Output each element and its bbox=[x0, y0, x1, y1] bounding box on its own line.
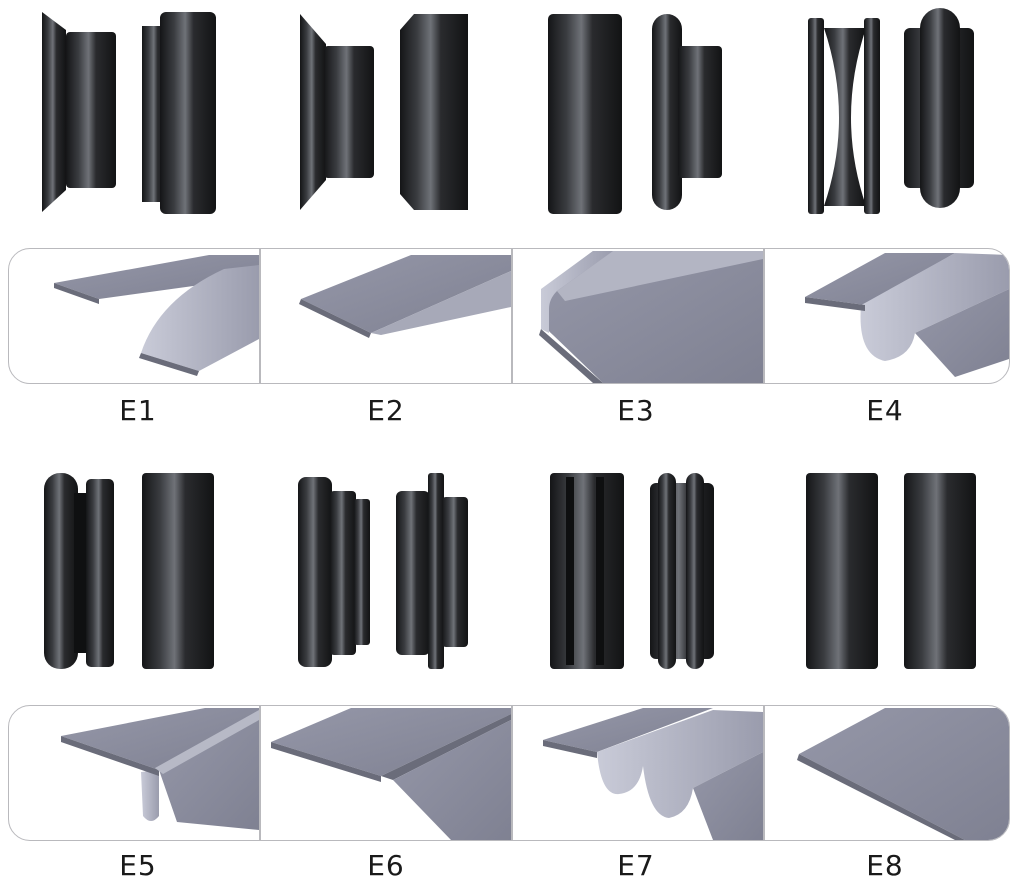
profile-code-label: E6 bbox=[367, 849, 405, 882]
profile-diagram-e8 bbox=[765, 706, 1009, 840]
profile-divider bbox=[763, 249, 765, 383]
roller-pair-groove-bead-icon bbox=[808, 8, 974, 214]
profile-diagrams-row-2 bbox=[8, 705, 1010, 841]
profile-code-label: E8 bbox=[866, 849, 904, 882]
profile-code-label: E7 bbox=[617, 849, 655, 882]
closed-hem-profile-icon bbox=[299, 255, 511, 338]
flat-cut-profile-icon bbox=[797, 708, 1009, 840]
roller-photos-row-1 bbox=[0, 0, 1017, 225]
profile-code-label: E2 bbox=[367, 394, 405, 427]
profile-diagram-e6 bbox=[261, 706, 511, 840]
roller-pair-e3 bbox=[508, 0, 762, 225]
profile-diagram-e2 bbox=[261, 249, 511, 383]
roller-pair-flat-icon bbox=[806, 473, 976, 669]
roller-pair-e5 bbox=[0, 463, 254, 688]
profile-divider bbox=[259, 706, 261, 840]
profile-diagram-e7 bbox=[513, 706, 763, 840]
roller-pair-e7 bbox=[508, 463, 762, 688]
profile-diagram-e1 bbox=[9, 249, 259, 383]
bead-profile-icon bbox=[805, 253, 1009, 377]
profile-row-2: E5 E6 E7 E8 bbox=[0, 443, 1017, 886]
profile-diagram-e3 bbox=[513, 249, 763, 383]
roller-photos-row-2 bbox=[0, 463, 1017, 688]
roller-pair-e4 bbox=[762, 0, 1016, 225]
roller-pair-e6 bbox=[254, 463, 508, 688]
profile-code-label: E3 bbox=[617, 394, 655, 427]
roller-pair-flange-icon bbox=[42, 12, 216, 214]
roller-pair-groove-flat-icon bbox=[44, 473, 214, 669]
profile-row-1: E1 E2 E3 E4 bbox=[0, 0, 1017, 427]
roller-pair-stepped-icon bbox=[298, 473, 468, 669]
profile-divider bbox=[259, 249, 261, 383]
profile-code-label: E4 bbox=[866, 394, 904, 427]
roller-pair-e8 bbox=[762, 463, 1016, 688]
profile-diagram-e5 bbox=[9, 706, 259, 840]
angle-flange-profile-icon bbox=[539, 251, 763, 383]
open-hem-profile-icon bbox=[54, 255, 259, 376]
profile-diagrams-row-1 bbox=[8, 248, 1010, 384]
profile-divider bbox=[763, 706, 765, 840]
profile-code-label: E1 bbox=[119, 394, 157, 427]
profile-diagram-e4 bbox=[765, 249, 1009, 383]
offset-joggle-profile-icon bbox=[271, 708, 511, 840]
roller-pair-rounded-flange-icon bbox=[548, 14, 722, 214]
profile-divider bbox=[511, 249, 513, 383]
roller-pair-taper-icon bbox=[300, 14, 468, 210]
roller-pair-e2 bbox=[254, 0, 508, 225]
profile-divider bbox=[511, 706, 513, 840]
roller-pair-e1 bbox=[0, 0, 254, 225]
double-bead-profile-icon bbox=[543, 708, 763, 840]
roller-pair-double-groove-icon bbox=[550, 473, 714, 669]
profile-code-label: E5 bbox=[119, 849, 157, 882]
standing-seam-profile-icon bbox=[61, 708, 259, 830]
